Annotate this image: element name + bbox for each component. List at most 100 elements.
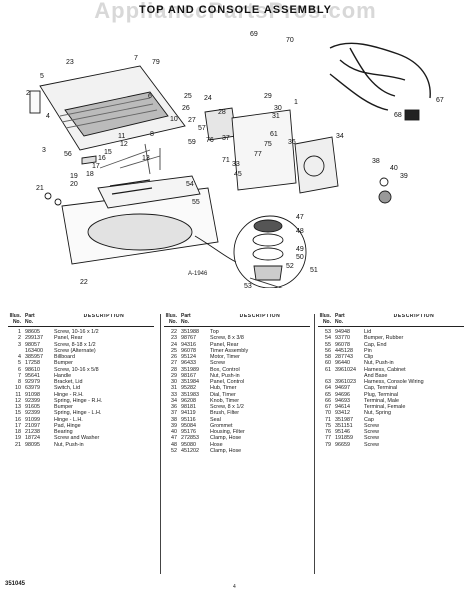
column-rule bbox=[160, 314, 161, 574]
timer-knob bbox=[378, 190, 392, 204]
part-description: Billboard bbox=[54, 354, 75, 360]
callout-11: 11 bbox=[118, 133, 125, 140]
callout-20: 20 bbox=[70, 181, 78, 188]
illus-number: 28 bbox=[171, 366, 177, 373]
part-description: Bracket, Lid bbox=[54, 379, 83, 385]
illus-number: 7 bbox=[18, 372, 21, 379]
illus-number: 39 bbox=[171, 422, 177, 429]
part-description: Dial, Timer bbox=[210, 391, 236, 398]
illus-number: 26 bbox=[171, 354, 177, 360]
part-description: Nut, Spring bbox=[364, 410, 391, 417]
callout-28: 28 bbox=[218, 109, 226, 116]
illus-number: 21 bbox=[15, 441, 21, 448]
washer-lid bbox=[97, 175, 201, 209]
part-number: 96078 bbox=[335, 341, 350, 348]
callout-69: 69 bbox=[250, 31, 258, 38]
part-number: 445128 bbox=[335, 347, 353, 354]
part-number: 94696 bbox=[335, 391, 350, 398]
part-number: 299137 bbox=[25, 335, 43, 342]
illus-number: 54 bbox=[325, 335, 331, 342]
part-number: 21097 bbox=[25, 422, 40, 429]
illus-number: 52 bbox=[171, 447, 177, 454]
part-number: 351984 bbox=[181, 379, 199, 385]
part-number: 95282 bbox=[181, 385, 196, 392]
illus-number: 22 bbox=[171, 329, 177, 335]
illus-number: 56 bbox=[325, 347, 331, 354]
callout-6: 6 bbox=[148, 93, 152, 100]
callout-33: 33 bbox=[232, 161, 240, 168]
callout-30: 30 bbox=[274, 105, 282, 112]
part-description: Screw bbox=[210, 360, 225, 367]
part-number: 91098 bbox=[25, 391, 40, 398]
part-number: 351987 bbox=[335, 416, 353, 423]
illus-number: 19 bbox=[15, 435, 21, 442]
callout-34: 34 bbox=[336, 133, 344, 140]
callout-51: 51 bbox=[310, 267, 318, 274]
part-number: 18724 bbox=[25, 435, 40, 442]
table-row: And Base bbox=[318, 373, 464, 379]
illus-number: 60 bbox=[325, 360, 331, 367]
part-number: 96208 bbox=[181, 397, 196, 404]
part-number: 163400 bbox=[25, 347, 43, 354]
callout-15: 15 bbox=[104, 149, 112, 156]
callout-52: 52 bbox=[286, 263, 294, 270]
part-number: 98095 bbox=[25, 441, 40, 448]
part-number: 93770 bbox=[335, 335, 350, 342]
illus-number: 3 bbox=[18, 341, 21, 348]
part-number: 94119 bbox=[181, 410, 196, 417]
harness-plug bbox=[404, 109, 420, 121]
part-number: 95146 bbox=[335, 429, 350, 435]
column-rule bbox=[314, 314, 315, 574]
part-number: 91099 bbox=[25, 416, 40, 423]
callout-56: 56 bbox=[64, 151, 72, 158]
part-number: 98167 bbox=[181, 372, 196, 379]
part-number: 96440 bbox=[335, 360, 350, 367]
part-description: Timer Assembly bbox=[210, 347, 249, 354]
callout-7: 7 bbox=[134, 55, 138, 62]
part-number: 3961024 bbox=[335, 366, 356, 373]
callout-29: 29 bbox=[264, 93, 272, 100]
part-description: Switch, Lid bbox=[54, 385, 81, 392]
callout-68: 68 bbox=[394, 112, 402, 119]
part-number: 95116 bbox=[181, 416, 196, 423]
illus-number: 12 bbox=[15, 397, 21, 404]
part-number: 95124 bbox=[181, 354, 196, 360]
part-description: Screw bbox=[364, 422, 379, 429]
part-description: Spring, Hinge - R.H. bbox=[54, 397, 103, 404]
part-number: 96078 bbox=[181, 347, 196, 354]
callout-39: 39 bbox=[400, 173, 408, 180]
illus-number: 61 bbox=[325, 366, 331, 373]
illus-number: 58 bbox=[325, 354, 331, 360]
illus-number: 34 bbox=[171, 397, 177, 404]
part-number: 385957 bbox=[25, 354, 43, 360]
drawing-code: A-1946 bbox=[188, 271, 208, 277]
callout-49: 49 bbox=[296, 246, 304, 253]
part-number: 95080 bbox=[181, 441, 196, 448]
diagram-title: TOP AND CONSOLE ASSEMBLY bbox=[139, 4, 332, 16]
part-description: Clip bbox=[364, 354, 374, 360]
part-description: Handle bbox=[54, 372, 72, 379]
